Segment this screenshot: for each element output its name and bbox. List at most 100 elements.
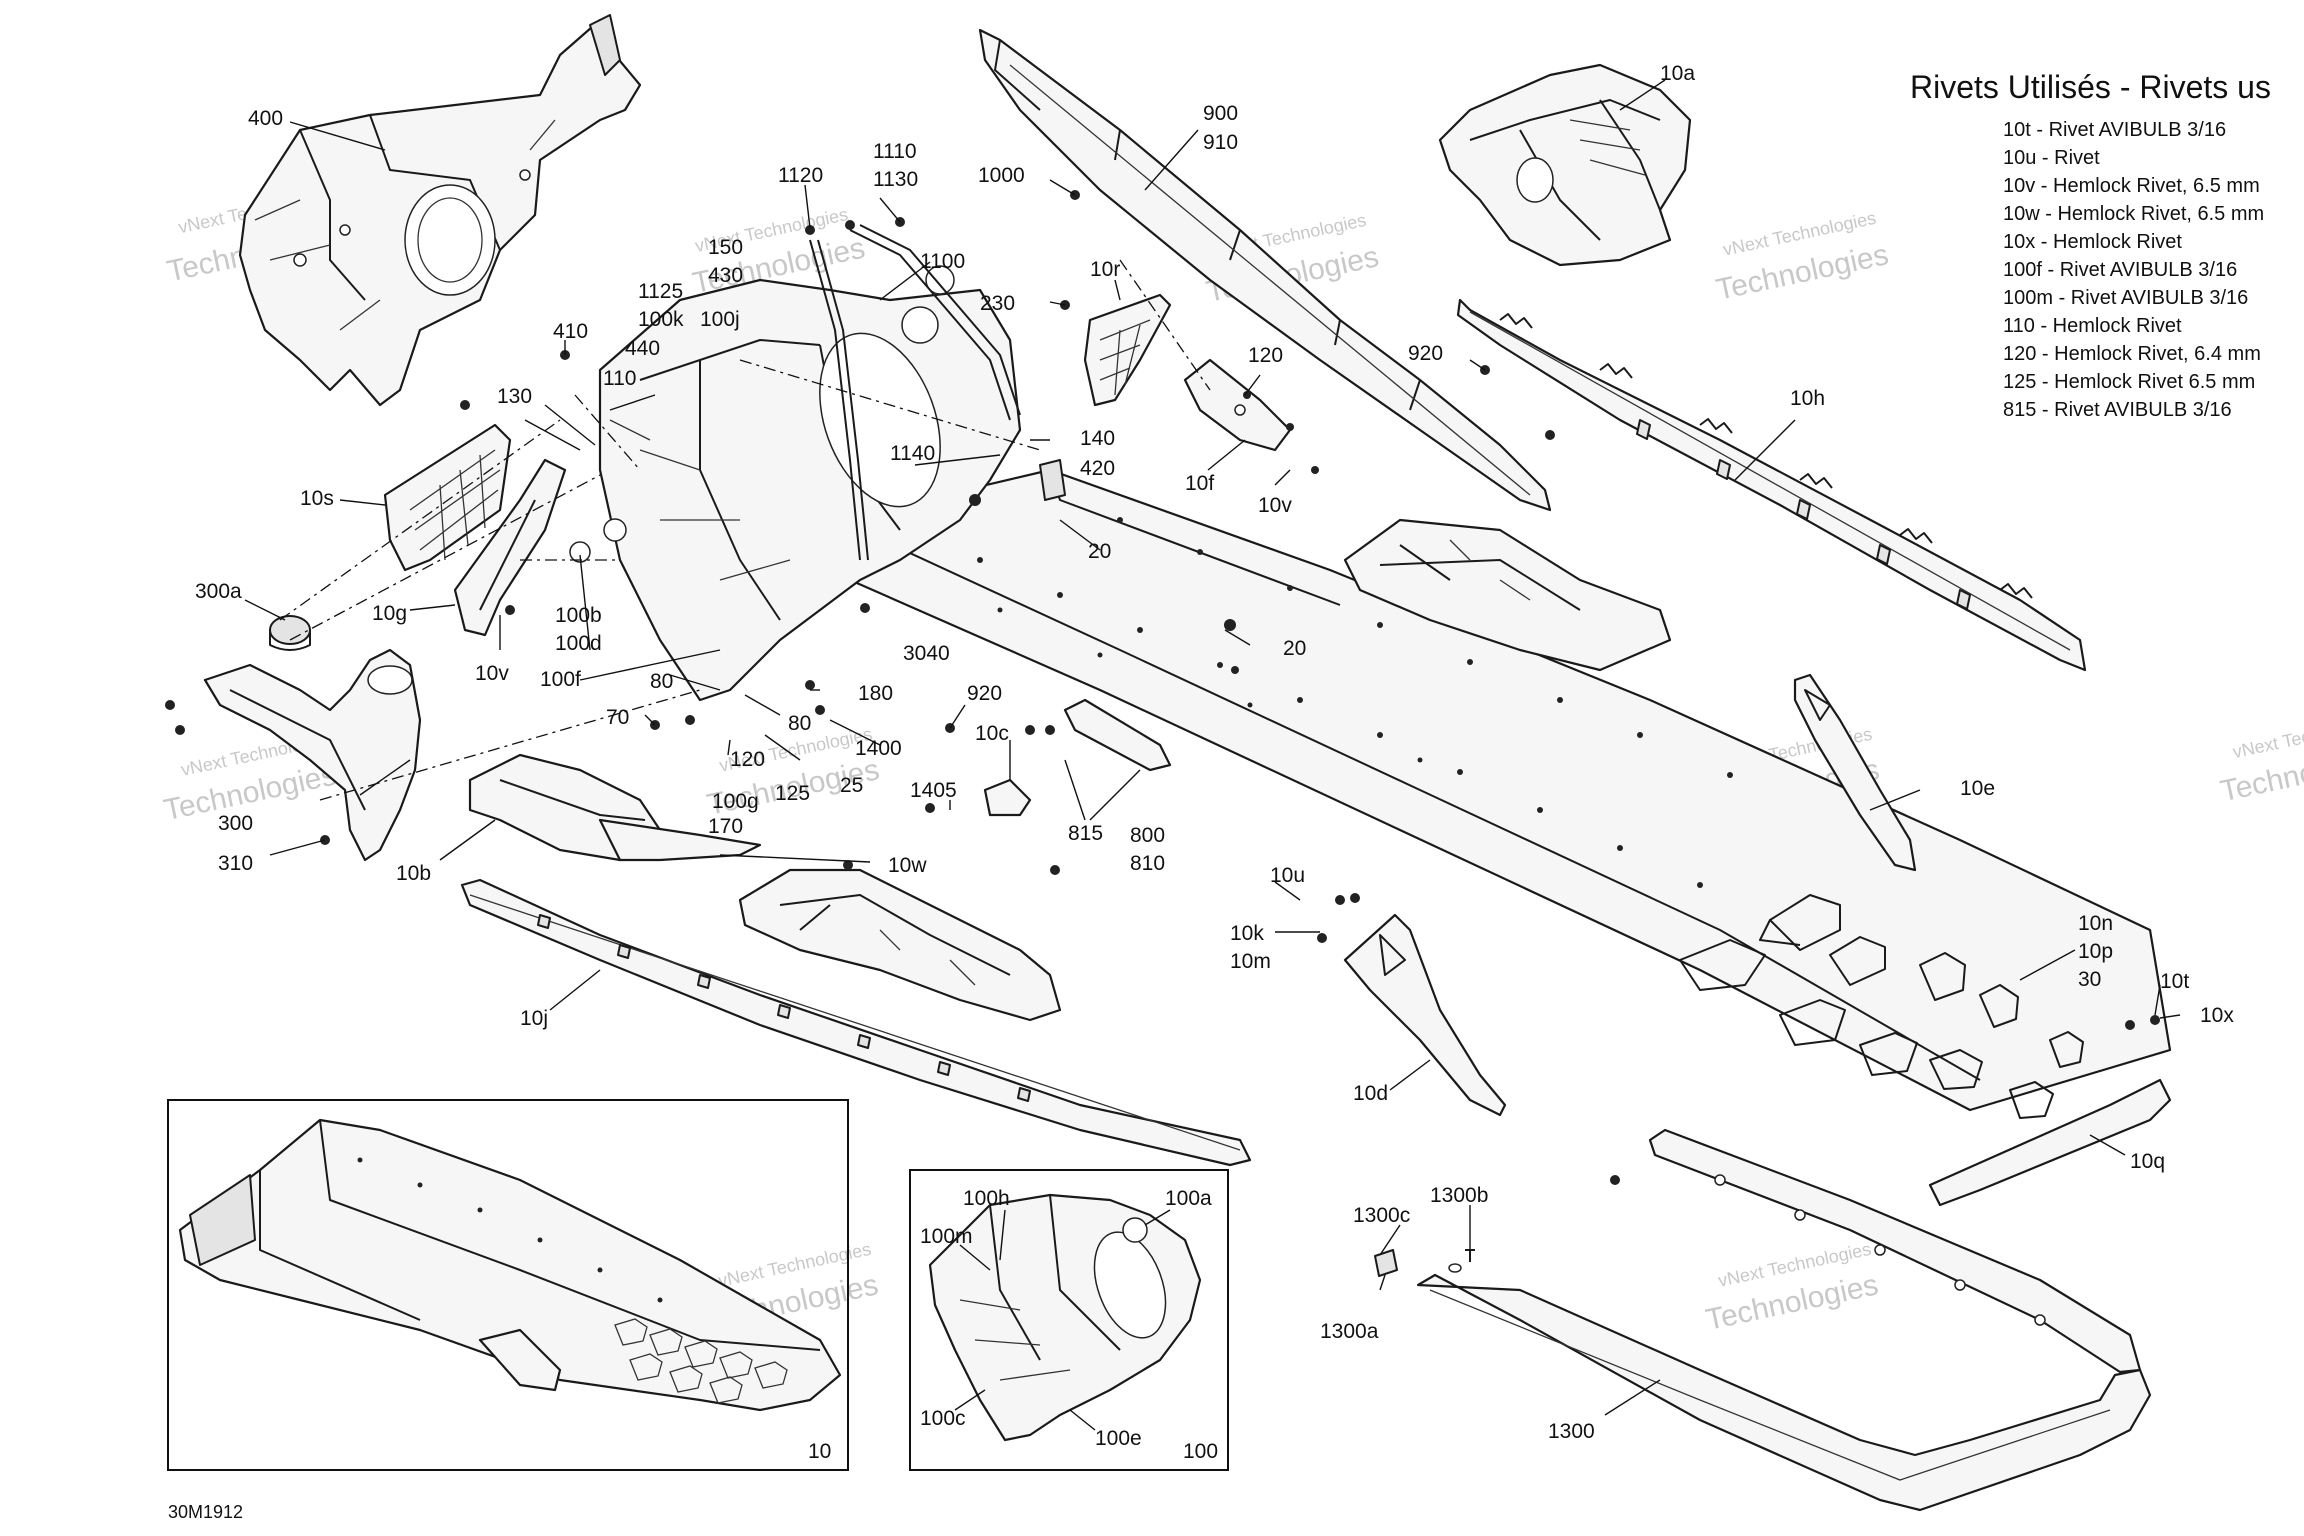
part-300-spindle: [203, 615, 422, 862]
callout-10x: 10x: [2200, 1004, 2234, 1027]
callout-180: 180: [858, 682, 893, 705]
callout-1300: 1300: [1548, 1420, 1595, 1443]
part-1300-hardware: [1374, 1249, 1475, 1277]
legend-item: 100f - Rivet AVIBULB 3/16: [2003, 259, 2237, 281]
part-10f-plate: [1183, 358, 1292, 452]
callout-labels: 400 10a 900 910 1000 1110 1130 1120 150 …: [195, 62, 2234, 1443]
callout-100m: 100m: [920, 1225, 973, 1248]
part-10g-bracket: [453, 458, 567, 637]
callout-30: 30: [2078, 968, 2101, 991]
hardware-bolts: [165, 190, 2160, 1185]
part-400-front-frame: [238, 14, 642, 407]
callout-100f: 100f: [540, 668, 581, 691]
callout-100c: 100c: [920, 1407, 966, 1430]
callout-125: 125: [775, 782, 810, 805]
callout-70: 70: [606, 706, 629, 729]
callout-1110: 1110: [873, 140, 917, 163]
callout-100d: 100d: [555, 632, 602, 655]
callout-10g: 10g: [372, 602, 407, 625]
callout-10: 10: [808, 1440, 831, 1463]
callout-920-mid: 920: [967, 682, 1002, 705]
callout-1125: 1125: [638, 280, 683, 303]
callout-400: 400: [248, 107, 283, 130]
callout-100g: 100g: [712, 790, 759, 813]
callout-20-a: 20: [1088, 540, 1111, 563]
callout-410: 410: [553, 320, 588, 343]
part-10h-side-rail: [1456, 298, 2087, 672]
callout-10u: 10u: [1270, 864, 1305, 887]
part-800-bar: [1063, 698, 1172, 772]
callout-10f: 10f: [1185, 472, 1214, 495]
part-10c-plate: [983, 778, 1032, 817]
callout-10w: 10w: [888, 854, 927, 877]
part-10b-lower-bracket: [468, 753, 762, 862]
part-10e-brace: [1793, 673, 1917, 872]
inset-assembly-10: 10: [167, 1099, 849, 1471]
leader-lines: [244, 79, 2181, 1416]
callout-430: 430: [708, 264, 743, 287]
callout-10v-right: 10v: [1258, 494, 1292, 517]
assembly-lines: [279, 259, 1211, 801]
part-10r-mesh-plate: [1083, 293, 1172, 407]
callout-1405: 1405: [910, 779, 957, 802]
callout-910: 910: [1203, 131, 1238, 154]
legend-item: 110 - Hemlock Rivet: [2003, 315, 2182, 337]
inset-assembly-100: 100h 100a 100m 100c 100e 100: [909, 1169, 1229, 1471]
callout-130: 130: [497, 385, 532, 408]
callout-100j: 100j: [700, 308, 740, 331]
callout-10j: 10j: [520, 1007, 548, 1030]
callout-1300b: 1300b: [1430, 1184, 1488, 1207]
callout-920-top: 920: [1408, 342, 1443, 365]
watermark-text: vNext Technologies: [2231, 710, 2304, 762]
callout-10q: 10q: [2130, 1150, 2165, 1173]
callout-10k: 10k: [1230, 922, 1264, 945]
part-1300-bumper: [1416, 1128, 2152, 1512]
callout-10t: 10t: [2160, 970, 2189, 993]
legend-item: 10x - Hemlock Rivet: [2003, 231, 2182, 253]
callout-420: 420: [1080, 457, 1115, 480]
callout-80-a: 80: [650, 670, 673, 693]
legend-item: 125 - Hemlock Rivet 6.5 mm: [2003, 371, 2255, 393]
tunnel-cutouts: [1679, 894, 2084, 1119]
callout-10c: 10c: [975, 722, 1009, 745]
callout-100e: 100e: [1095, 1427, 1142, 1450]
callout-100k: 100k: [638, 308, 684, 331]
callout-80-b: 80: [788, 712, 811, 735]
strut-1100-1120: [809, 224, 1021, 561]
callout-1130: 1130: [873, 168, 918, 191]
callout-100: 100: [1183, 1440, 1218, 1463]
callout-10a: 10a: [1660, 62, 1695, 85]
callout-900: 900: [1203, 102, 1238, 125]
part-900-top-rail: [978, 28, 1552, 512]
callout-110: 110: [603, 367, 636, 390]
part-10q-rear-plate: [1928, 1078, 2172, 1207]
callout-10n: 10n: [2078, 912, 2113, 935]
part-cross-member: [1343, 518, 1672, 672]
legend-item: 120 - Hemlock Rivet, 6.4 mm: [2003, 343, 2261, 365]
callout-3040: 3040: [903, 642, 950, 665]
legend-item: 10w - Hemlock Rivet, 6.5 mm: [2003, 203, 2264, 225]
callout-100b: 100b: [555, 604, 602, 627]
callout-1300a: 1300a: [1320, 1320, 1379, 1343]
callout-150: 150: [708, 236, 743, 259]
callout-230: 230: [980, 292, 1015, 315]
callout-10b: 10b: [396, 862, 431, 885]
legend-item: 10v - Hemlock Rivet, 6.5 mm: [2003, 175, 2260, 197]
callout-10d: 10d: [1353, 1082, 1388, 1105]
callout-140: 140: [1080, 427, 1115, 450]
callout-1000: 1000: [978, 164, 1025, 187]
callout-100h: 100h: [963, 1187, 1010, 1210]
callout-170: 170: [708, 815, 743, 838]
callout-10v-left: 10v: [475, 662, 509, 685]
part-10d-brace: [1343, 913, 1507, 1117]
callout-10r: 10r: [1090, 258, 1120, 281]
part-10j-lower-rail: [460, 878, 1252, 1167]
part-10w-lower-cross: [738, 868, 1062, 1022]
callout-810: 810: [1130, 852, 1165, 875]
tunnel-rivets: [977, 517, 1733, 888]
callout-800: 800: [1130, 824, 1165, 847]
callout-100a: 100a: [1165, 1187, 1212, 1210]
callout-300a: 300a: [195, 580, 242, 603]
rivet-legend: Rivets Utilisés - Rivets us 10t - Rivet …: [1910, 69, 2271, 421]
